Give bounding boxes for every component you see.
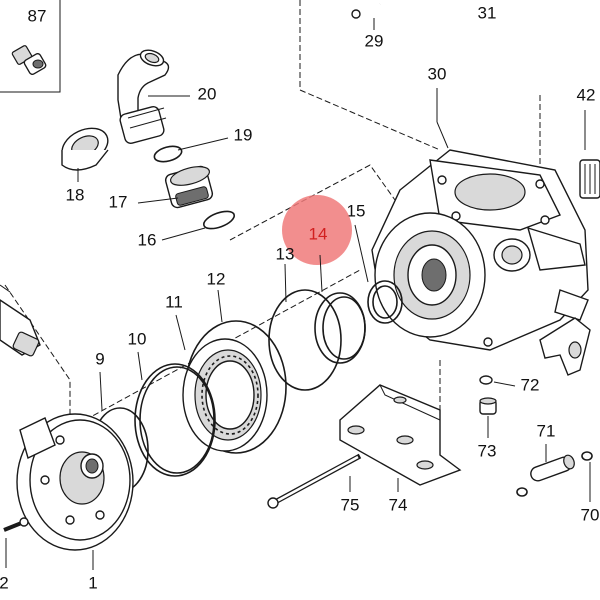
label-19: 19	[234, 125, 253, 144]
label-2: 2	[0, 573, 9, 592]
label-10: 10	[128, 329, 147, 348]
label-73: 73	[478, 441, 497, 460]
part-16-o-ring[interactable]	[202, 208, 237, 232]
part-87-screw[interactable]	[11, 45, 47, 76]
part-30-pump-housing[interactable]	[371, 149, 589, 351]
part-20-elbow-fitting[interactable]	[117, 47, 170, 145]
label-1: 1	[88, 573, 97, 592]
label-29: 29	[365, 31, 384, 50]
inset-box-87: 87	[0, 0, 61, 93]
label-72: 72	[521, 375, 540, 394]
label-70: 70	[581, 505, 600, 524]
part-1-end-cover[interactable]	[16, 413, 134, 551]
part-2-screw[interactable]	[3, 517, 29, 532]
label-20: 20	[198, 84, 217, 103]
label-13: 13	[276, 244, 295, 263]
part-70-o-ring[interactable]	[516, 487, 528, 497]
label-15: 15	[347, 201, 366, 220]
part-10-ring[interactable]	[134, 363, 216, 477]
part-11-bearing[interactable]	[182, 338, 268, 452]
part-42-bearing[interactable]	[579, 159, 600, 199]
label-87: 87	[28, 6, 47, 25]
part-15-o-ring[interactable]	[367, 280, 403, 324]
label-30: 30	[428, 64, 447, 83]
right-edge-component[interactable]	[539, 317, 591, 376]
label-18: 18	[66, 185, 85, 204]
part-17-union[interactable]	[164, 163, 214, 209]
part-19-o-ring[interactable]	[153, 144, 184, 165]
label-74: 74	[389, 495, 408, 514]
label-11: 11	[165, 292, 183, 311]
label-9: 9	[95, 349, 104, 368]
part-74-bracket[interactable]	[339, 384, 462, 486]
label-75: 75	[341, 495, 360, 514]
part-71-pin[interactable]	[529, 454, 576, 483]
label-12: 12	[207, 269, 226, 288]
part-72-seal[interactable]	[479, 375, 493, 385]
label-71: 71	[537, 421, 556, 440]
label-16: 16	[138, 230, 157, 249]
label-42: 42	[577, 85, 596, 104]
part-73-plug[interactable]	[479, 397, 497, 415]
label-31: 31	[478, 3, 497, 22]
label-17: 17	[109, 192, 128, 211]
label-14: 14	[309, 224, 328, 243]
part-18-nut[interactable]	[56, 121, 113, 171]
left-edge-component[interactable]	[0, 284, 41, 357]
highlight-marker	[282, 195, 352, 265]
part-13-ring[interactable]	[268, 289, 342, 391]
part-29-bolt[interactable]	[351, 2, 381, 19]
part-75-long-bolt[interactable]	[267, 453, 362, 509]
